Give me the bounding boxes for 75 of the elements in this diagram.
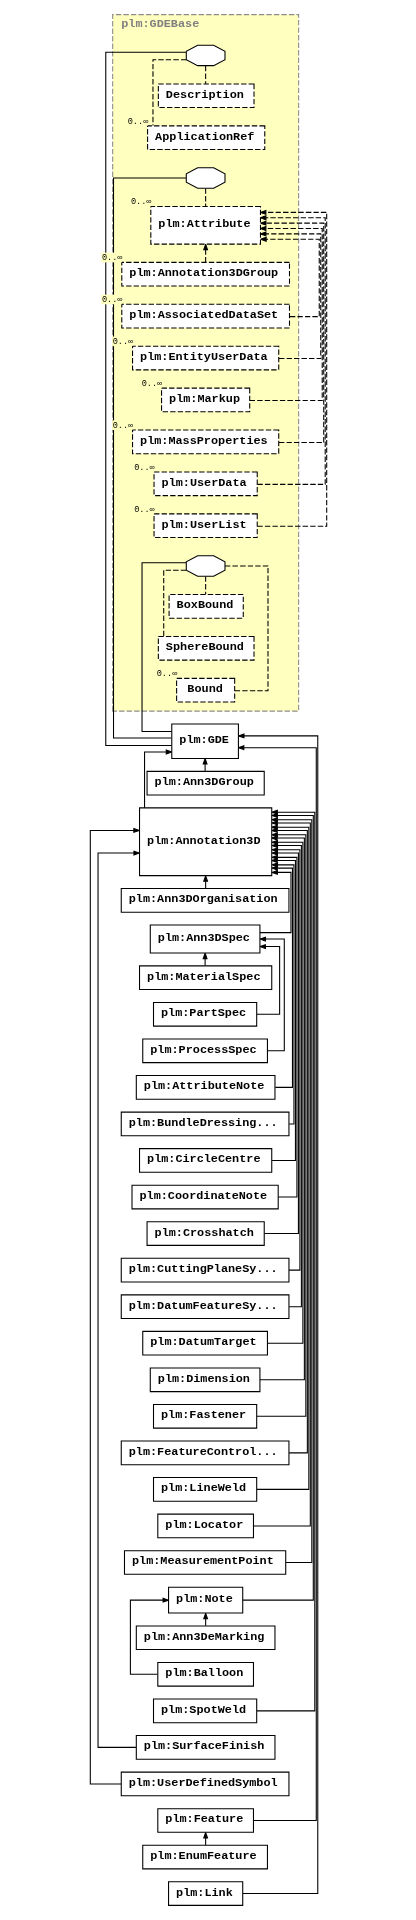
arrow <box>258 936 285 1052</box>
node-box: plm:CircleCentre <box>138 1148 272 1173</box>
node-box: plm:ProcessSpec <box>141 1038 268 1064</box>
connector <box>141 562 187 733</box>
arrow <box>256 209 327 527</box>
arrow <box>97 850 141 1748</box>
node-box: SphereBound <box>157 635 255 661</box>
arrow <box>255 809 315 1712</box>
node-box: plm:AttributeNote <box>135 1075 275 1100</box>
node-label: 0..∞ <box>127 116 148 127</box>
node-octagon <box>185 44 226 67</box>
node-label: 0..∞ <box>112 336 133 347</box>
arrow <box>202 242 208 263</box>
node-box: plm:Ann3DOrganisation <box>120 888 289 913</box>
arrow <box>258 236 320 318</box>
node-box: plm:UserData <box>153 471 258 497</box>
node-box: plm:Dimension <box>149 1367 260 1393</box>
node-label: 0..∞ <box>133 462 155 473</box>
node-label: 0..∞ <box>101 253 122 264</box>
connector <box>162 569 187 637</box>
node-box: plm:CoordinateNote <box>130 1184 279 1210</box>
node-octagon <box>185 167 226 189</box>
node-box: plm:Fastener <box>152 1403 257 1429</box>
node-label: 0..∞ <box>101 295 122 306</box>
arrow <box>269 865 293 1088</box>
node-label: 0..∞ <box>133 504 155 515</box>
connector <box>224 565 269 692</box>
node-box: plm:LineWeld <box>152 1477 257 1502</box>
node-box: plm:Feature <box>156 1808 254 1833</box>
arrow <box>241 812 314 1601</box>
arrow <box>258 869 291 934</box>
node-box: plm:Balloon <box>156 1661 254 1687</box>
arrow <box>248 225 323 402</box>
node-box: ApplicationRef <box>146 125 265 151</box>
arrow <box>256 215 326 485</box>
node-box: plm:EnumFeature <box>141 1844 268 1870</box>
node-label: 0..∞ <box>112 420 133 431</box>
node-box: plm:GDE <box>170 723 239 759</box>
node-box: plm:PartSpec <box>152 1001 257 1027</box>
node-box: BoxBound <box>168 594 244 619</box>
node-box: plm:Locator <box>156 1513 254 1539</box>
arrow <box>89 827 141 1785</box>
node-box: plm:MeasurementPoint <box>123 1550 286 1575</box>
node-box: plm:SurfaceFinish <box>135 1735 275 1760</box>
node-box: plm:Link <box>167 1881 243 1906</box>
node-box: plm:DatumFeatureSy... <box>120 1294 289 1320</box>
node-box: plm:Attribute <box>149 205 261 245</box>
arrow <box>258 220 324 443</box>
arrow <box>258 231 321 360</box>
node-box: plm:Ann3DeMarking <box>135 1625 275 1651</box>
node-octagon <box>185 555 226 577</box>
node-box: Description <box>157 83 255 109</box>
node-box: plm:Ann3DSpec <box>149 924 260 954</box>
node-label: 0..∞ <box>130 197 152 208</box>
arrow <box>255 943 280 1015</box>
arrow <box>129 1597 170 1675</box>
arrow <box>270 862 294 1125</box>
node-box: plm:BundleDressing... <box>120 1111 289 1137</box>
arrow <box>263 850 299 1235</box>
node-box: plm:SpotWeld <box>152 1698 257 1724</box>
node-box: plm:Annotation3D <box>138 807 272 877</box>
node-box: plm:FeatureControl... <box>120 1440 289 1466</box>
node-box: plm:MaterialSpec <box>138 965 272 991</box>
connector <box>104 51 186 747</box>
node-box: plm:UserList <box>153 513 258 539</box>
node-box: plm:DatumTarget <box>141 1330 268 1356</box>
node-box: plm:Crosshatch <box>146 1221 265 1246</box>
arrow <box>201 756 208 772</box>
node-box: plm:Ann3DGroup <box>146 770 265 796</box>
node-label: 0..∞ <box>156 669 177 680</box>
node-box: plm:CuttingPlaneSy... <box>120 1257 289 1283</box>
node-box: plm:UserDefinedSymbol <box>120 1771 289 1797</box>
node-label: 0..∞ <box>141 378 162 389</box>
connector <box>204 576 206 595</box>
node-box: plm:Note <box>167 1586 243 1614</box>
